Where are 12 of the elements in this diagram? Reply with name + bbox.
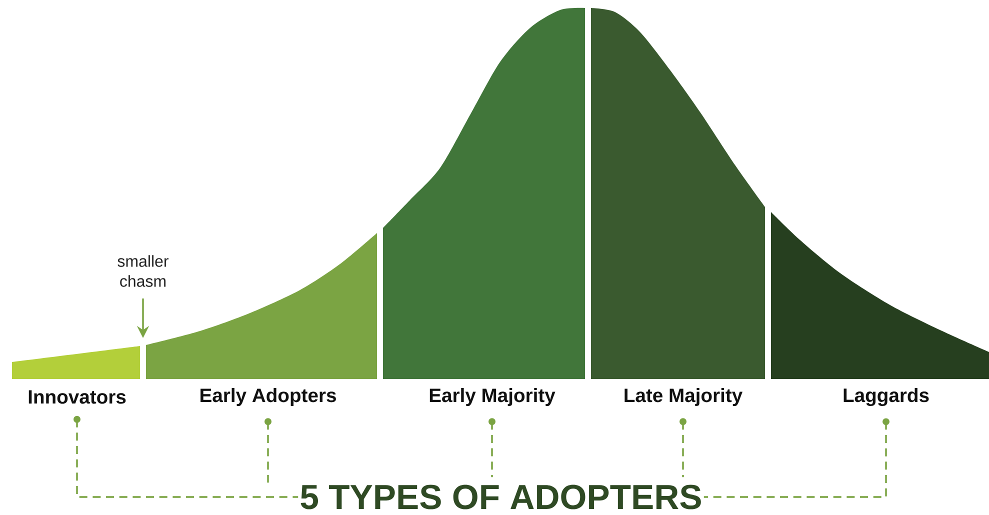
connector-line bbox=[488, 418, 496, 478]
connector-line bbox=[680, 418, 686, 478]
segment-label: Innovators bbox=[28, 390, 126, 404]
segment-label: Laggards bbox=[844, 388, 929, 406]
diagram-title: 5 TYPES OF ADOPTERS bbox=[300, 484, 701, 510]
segment-label: Early Majority bbox=[430, 388, 556, 406]
connector-line bbox=[704, 418, 890, 498]
connector-line bbox=[264, 418, 272, 483]
segment-label: Late Majority bbox=[624, 388, 742, 406]
segment-label: Early Adopters bbox=[200, 388, 336, 406]
connector-line bbox=[74, 416, 298, 498]
callout-text: smaller chasm bbox=[118, 255, 168, 287]
